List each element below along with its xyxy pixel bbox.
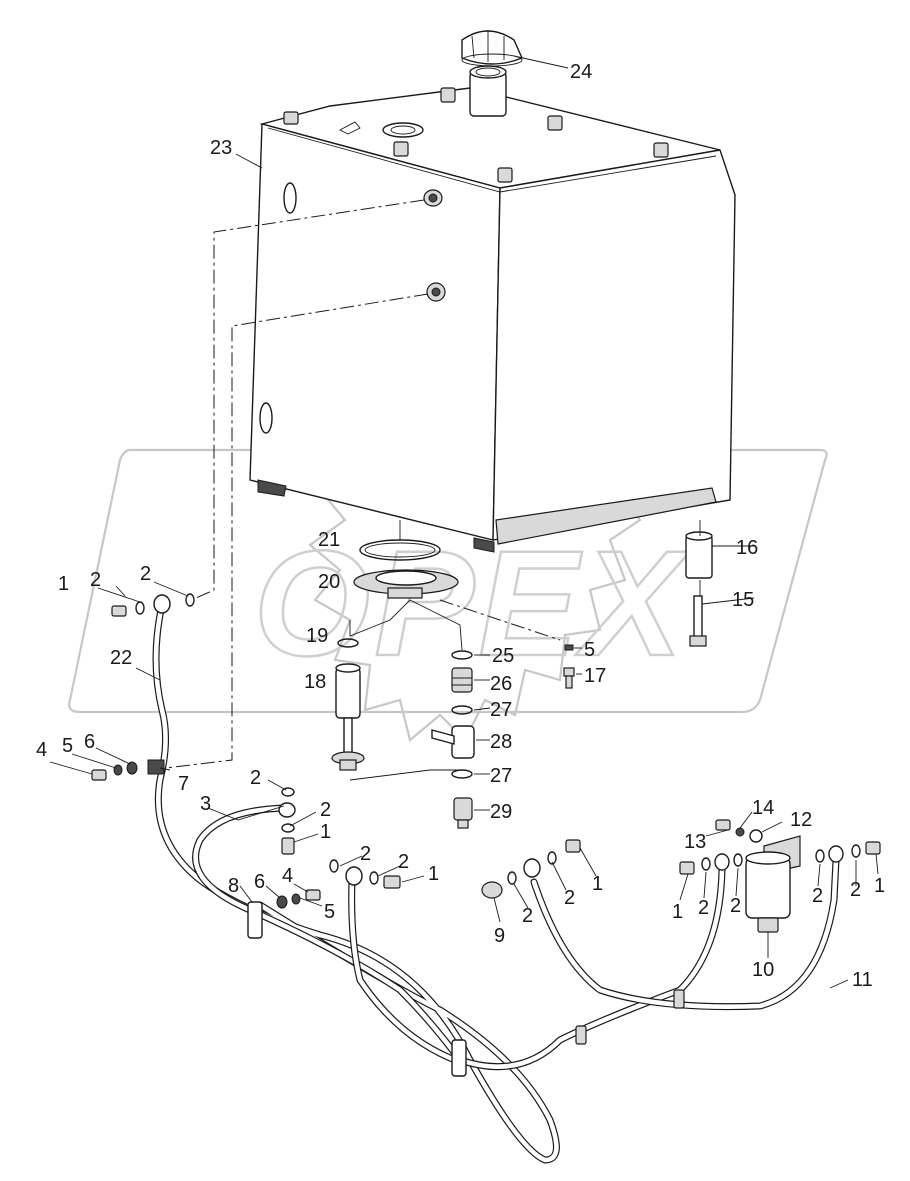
callout-6-mid: 6 (254, 871, 265, 893)
callout-9: 9 (494, 925, 505, 947)
callout-2-filter-b: 2 (730, 895, 741, 917)
callout-17: 17 (584, 665, 606, 687)
return-filter (745, 835, 801, 933)
callout-10: 10 (752, 959, 774, 981)
callout-20: 20 (318, 571, 340, 593)
callout-4-left: 4 (36, 739, 47, 761)
callout-2-filter-a: 2 (698, 897, 709, 919)
watermark-text: OPEX (254, 519, 691, 687)
callout-27-upper: 27 (490, 699, 512, 721)
callout-2-filter-d: 2 (850, 879, 861, 901)
callout-27-lower: 27 (490, 765, 512, 787)
callout-2-strainer-b: 2 (320, 799, 331, 821)
callout-5-left: 5 (62, 735, 73, 757)
callout-1-filter-left: 1 (672, 901, 683, 923)
callout-25: 25 (492, 645, 514, 667)
callout-11: 11 (852, 969, 873, 991)
callout-3: 3 (200, 793, 211, 815)
callout-2-strainer-a: 2 (250, 767, 261, 789)
callout-1-strainer: 1 (320, 821, 331, 843)
assembly-centerlines (165, 199, 701, 781)
callout-2-mid-a: 2 (360, 843, 371, 865)
callout-1-filter-right: 1 (874, 875, 885, 897)
callout-1-topleft: 1 (58, 573, 69, 595)
callout-22: 22 (110, 647, 132, 669)
callout-2-center-a: 2 (522, 905, 533, 927)
callout-2-mid-b: 2 (398, 851, 409, 873)
callout-23: 23 (210, 137, 232, 159)
callout-1-mid: 1 (428, 863, 439, 885)
hose-lines (147, 601, 840, 1164)
callout-26: 26 (490, 673, 512, 695)
hydraulic-tank (249, 65, 736, 553)
callout-14: 14 (752, 797, 774, 819)
watermark: OPEX (68, 393, 828, 742)
callout-1-center: 1 (592, 873, 603, 895)
callout-12: 12 (790, 809, 812, 831)
callout-16: 16 (736, 537, 758, 559)
callout-13: 13 (684, 831, 706, 853)
callout-29: 29 (490, 801, 512, 823)
callout-2-topleft-b: 2 (140, 563, 151, 585)
callout-19: 19 (306, 625, 328, 647)
callout-28: 28 (490, 731, 512, 753)
callout-2-center-b: 2 (564, 887, 575, 909)
callout-5-mid: 5 (324, 901, 335, 923)
callout-5-upper: 5 (584, 639, 595, 661)
banjo-fittings (91, 593, 881, 909)
filler-cap (461, 30, 523, 67)
callout-4-mid: 4 (282, 865, 293, 887)
callout-6-left: 6 (84, 731, 95, 753)
callout-2-filter-c: 2 (812, 885, 823, 907)
callout-21: 21 (318, 529, 340, 551)
callout-8: 8 (228, 875, 239, 897)
callout-15: 15 (732, 589, 754, 611)
callout-2-topleft-a: 2 (90, 569, 101, 591)
callout-7: 7 (178, 773, 189, 795)
callout-24: 24 (570, 61, 592, 83)
callout-labels: 24 23 21 20 16 15 19 25 5 17 26 27 28 27… (36, 61, 885, 991)
leader-lines (49, 55, 879, 989)
callout-18: 18 (304, 671, 326, 693)
suction-flange-group (331, 531, 713, 829)
